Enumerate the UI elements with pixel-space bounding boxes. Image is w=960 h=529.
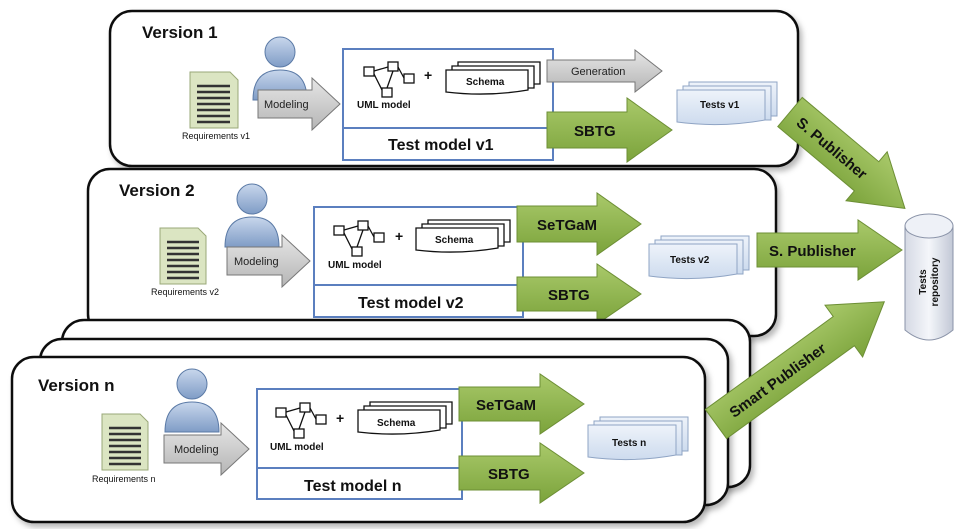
repository-label-line-2: repository [930, 257, 941, 306]
sbtg-label: SBTG [574, 123, 616, 140]
version-n-panel: Version n Requirements n Modeling Test m… [10, 355, 707, 524]
modeling-label: Modeling [234, 256, 279, 268]
schema-label: Schema [466, 77, 505, 88]
schema-stack-icon [445, 61, 541, 95]
sbtg-label: SBTG [548, 287, 590, 304]
sbtg-arrow: SBTG [516, 263, 642, 325]
tests-label: Tests v1 [700, 100, 740, 111]
schema-label: Schema [377, 418, 416, 429]
test-model-box: Test model v1 UML model + Schema [342, 48, 554, 161]
setgam-label: SeTGaM [537, 217, 597, 234]
uml-class-diagram-icon [333, 220, 385, 257]
version-2-panel: Version 2 Requirements v2 Modeling Test … [86, 167, 778, 338]
test-model-title: Test model v2 [358, 295, 464, 312]
generation-arrow: Generation [546, 48, 663, 94]
modeling-arrow: Modeling [257, 76, 341, 132]
generation-label: Generation [571, 66, 625, 78]
modeling-arrow: Modeling [226, 233, 311, 289]
requirements-document-icon [101, 413, 149, 471]
plus-sign: + [395, 228, 403, 244]
requirements-label: Requirements n [92, 474, 156, 484]
plus-sign: + [424, 67, 432, 83]
test-model-box: Test model n UML model + Schema [256, 388, 463, 500]
test-model-title: Test model v1 [388, 137, 494, 154]
plus-sign: + [336, 410, 344, 426]
uml-class-diagram-icon [363, 61, 415, 98]
version-title: Version n [38, 376, 115, 395]
sbtg-arrow: SBTG [546, 97, 673, 163]
tests-repository-cylinder: Tests repository [904, 213, 954, 341]
version-title: Version 2 [119, 181, 195, 200]
publisher-label: S. Publisher [769, 243, 856, 260]
uml-model-label: UML model [357, 100, 411, 111]
modeling-label: Modeling [174, 444, 219, 456]
requirements-label: Requirements v2 [151, 287, 219, 297]
setgam-arrow: SeTGaM [458, 373, 585, 435]
tests-cards: Tests v2 [648, 235, 750, 280]
test-model-box: Test model v2 UML model + Schema [313, 206, 524, 318]
uml-model-label: UML model [270, 442, 324, 453]
tests-cards: Tests v1 [676, 81, 778, 126]
requirements-document-icon [189, 71, 239, 129]
person-icon [164, 368, 220, 433]
sbtg-arrow: SBTG [458, 442, 585, 504]
modeling-arrow: Modeling [163, 421, 250, 477]
person-icon [224, 183, 280, 248]
schema-stack-icon [357, 401, 453, 435]
tests-label: Tests v2 [670, 255, 710, 266]
modeling-label: Modeling [264, 99, 309, 111]
version-1-panel: Version 1 Requirements v1 Modeling [108, 9, 800, 168]
tests-cards: Tests n [587, 416, 689, 461]
test-model-title: Test model n [304, 478, 402, 495]
requirements-document-icon [159, 227, 207, 285]
tests-label: Tests n [612, 438, 646, 449]
repository-label-line-1: Tests [918, 269, 929, 295]
schema-label: Schema [435, 235, 474, 246]
setgam-label: SeTGaM [476, 397, 536, 414]
requirements-label: Requirements v1 [182, 131, 250, 141]
s-publisher-arrow-2: S. Publisher [756, 219, 903, 281]
schema-stack-icon [415, 219, 511, 253]
version-title: Version 1 [142, 23, 218, 42]
s-publisher-arrow-1: S. Publisher [777, 96, 906, 210]
sbtg-label: SBTG [488, 466, 530, 483]
setgam-arrow: SeTGaM [516, 192, 642, 256]
uml-class-diagram-icon [275, 402, 327, 439]
uml-model-label: UML model [328, 260, 382, 271]
